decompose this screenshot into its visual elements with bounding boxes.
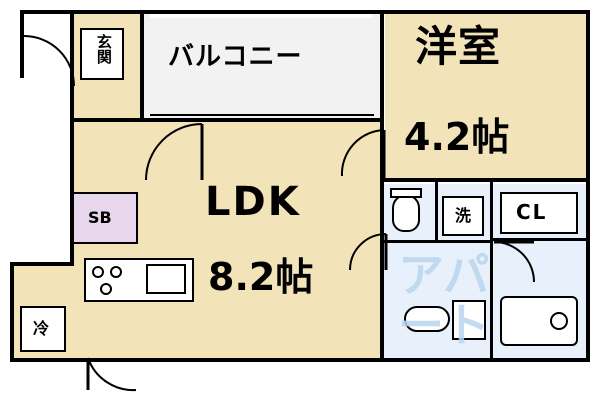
wall-washitsu-left <box>380 10 384 362</box>
toilet-bowl <box>392 194 420 232</box>
entry-door-leaf <box>20 34 24 78</box>
fridge-space <box>20 306 66 352</box>
wall-genkan-right <box>140 118 144 122</box>
ldk-area-label: 8.2帖 <box>208 255 314 299</box>
entry-door-swing-icon <box>23 35 75 87</box>
wall-washitsu-bottom <box>380 178 590 182</box>
wall-balcony-left <box>140 10 144 122</box>
toilet-tank <box>390 188 422 198</box>
wall-toilet-divider <box>435 182 438 242</box>
storage-sb-fill <box>72 192 138 244</box>
wall-right <box>586 10 590 362</box>
wall-left-lower <box>10 262 14 362</box>
room-washitsu-fill <box>385 10 590 182</box>
storage-sb-label: SB <box>88 208 112 227</box>
bathtub-drain-icon <box>550 312 568 330</box>
genkan-box <box>80 28 124 80</box>
closet-box <box>500 192 578 234</box>
fridge-label: 冷 <box>33 319 50 338</box>
room-ldk-fill-lower <box>10 262 380 362</box>
ldk-door-swing-icon <box>145 123 204 181</box>
wall-left-upper <box>70 10 74 266</box>
wall-bottom <box>10 358 590 362</box>
kitchen-sink <box>146 264 186 294</box>
balcony-label: バルコニー <box>168 42 303 72</box>
wall-top-left-stub <box>20 10 24 36</box>
balcony-rail <box>150 14 372 18</box>
bottom-door-swing-icon <box>86 357 137 392</box>
closet-label: CL <box>516 200 548 224</box>
genkan-label: 玄関 <box>94 34 113 64</box>
washer-label: 洗 <box>455 206 472 225</box>
storage-sb-box <box>72 192 138 244</box>
washer-space <box>442 196 484 236</box>
wall-top <box>20 10 590 14</box>
stove-burner-bottom <box>100 283 112 295</box>
wall-toilet-bottom <box>383 240 490 243</box>
bath-door-swing-icon <box>493 240 535 283</box>
wall-step-left <box>10 262 74 266</box>
ldk-label: LDK <box>205 179 301 225</box>
wall-balcony-bottom <box>70 118 384 122</box>
wall-closet-bottom <box>490 238 590 241</box>
balcony-sliding-door <box>150 114 374 116</box>
stove-burner-left <box>92 266 104 278</box>
sanitary-door-swing-icon <box>349 233 388 271</box>
washitsu-door-swing-icon <box>340 129 386 178</box>
vanity-counter <box>452 300 486 340</box>
stove-burner-right <box>110 266 122 278</box>
vanity-basin <box>404 306 450 332</box>
wall-bath-divider-v <box>490 182 493 362</box>
room-balcony-fill <box>140 10 380 122</box>
washitsu-area-label: 4.2帖 <box>404 115 510 159</box>
washitsu-label: 洋室 <box>415 22 502 71</box>
